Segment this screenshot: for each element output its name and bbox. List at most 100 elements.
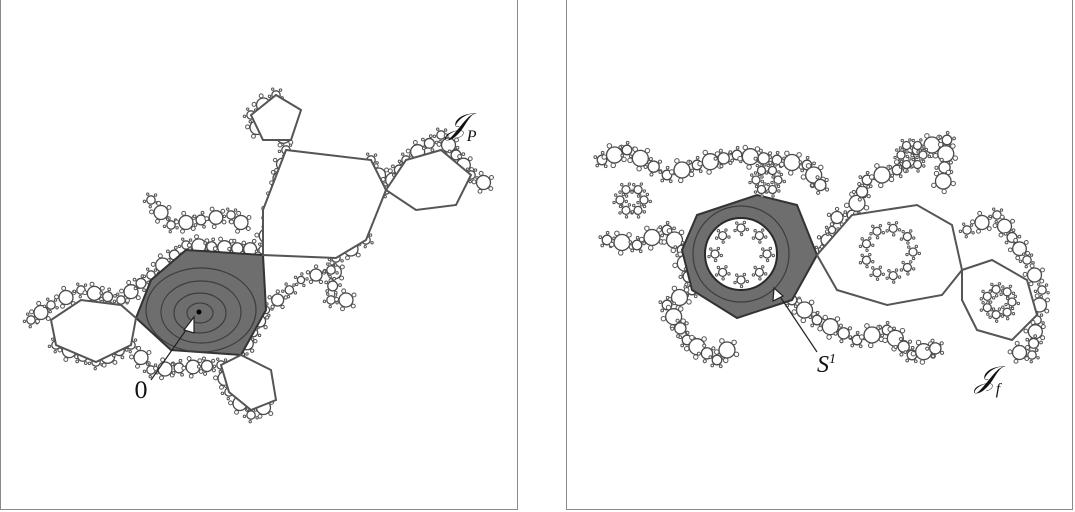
fractal-sub-bud bbox=[301, 273, 303, 275]
fractal-sub-bud bbox=[925, 148, 927, 150]
fractal-sub-bud bbox=[639, 250, 642, 253]
fractal-sub-bud bbox=[766, 259, 768, 261]
fractal-sub-bud bbox=[364, 245, 366, 247]
fractal-sub-bud bbox=[643, 190, 645, 192]
fractal-bud bbox=[1029, 338, 1039, 348]
fractal-sub-bud bbox=[189, 374, 193, 378]
fractal-bud bbox=[983, 292, 991, 300]
fractal-sub-bud bbox=[728, 273, 730, 275]
fractal-sub-bud bbox=[925, 134, 929, 138]
fractal-bud bbox=[134, 351, 148, 365]
fractal-sub-bud bbox=[625, 200, 627, 202]
fractal-sub-bud bbox=[1034, 335, 1037, 338]
fractal-sub-bud bbox=[785, 151, 789, 155]
fractal-sub-bud bbox=[661, 316, 665, 320]
fractal-sub-bud bbox=[210, 207, 214, 211]
fractal-sub-bud bbox=[242, 241, 246, 245]
fractal-sub-bud bbox=[761, 195, 763, 197]
fractal-bud bbox=[769, 166, 777, 174]
fractal-sub-bud bbox=[336, 302, 338, 304]
fractal-sub-bud bbox=[181, 229, 185, 233]
fractal-sub-bud bbox=[1041, 325, 1045, 329]
fractal-sub-bud bbox=[147, 350, 151, 354]
fractal-sub-bud bbox=[915, 245, 917, 247]
fractal-sub-bud bbox=[201, 211, 204, 214]
fractal-sub-bud bbox=[296, 283, 298, 285]
fractal-sub-bud bbox=[126, 299, 130, 303]
fractal-bud bbox=[914, 141, 922, 149]
fractal-sub-bud bbox=[894, 156, 896, 158]
fractal-sub-bud bbox=[645, 148, 649, 152]
fractal-sub-bud bbox=[56, 307, 58, 309]
fractal-sub-bud bbox=[879, 183, 883, 187]
fractal-sub-bud bbox=[912, 158, 914, 160]
fractal-sub-bud bbox=[959, 230, 961, 232]
fractal-sub-bud bbox=[285, 283, 287, 285]
fractal-sub-bud bbox=[734, 281, 736, 283]
fractal-sub-bud bbox=[710, 248, 712, 250]
fractal-sub-bud bbox=[217, 358, 219, 360]
fractal-sub-bud bbox=[893, 281, 895, 283]
fractal-sub-bud bbox=[815, 246, 817, 248]
fractal-sub-bud bbox=[893, 234, 895, 236]
fractal-sub-bud bbox=[939, 136, 942, 139]
fractal-sub-bud bbox=[743, 273, 745, 275]
fractal-sub-bud bbox=[685, 322, 688, 325]
fractal-sub-bud bbox=[281, 305, 284, 308]
fractal-sub-bud bbox=[341, 260, 343, 262]
fractal-sub-bud bbox=[754, 157, 757, 160]
fractal-bud bbox=[34, 306, 48, 320]
fractal-sub-bud bbox=[764, 183, 766, 185]
fractal-sub-bud bbox=[134, 339, 136, 341]
fractal-sub-bud bbox=[780, 173, 782, 175]
fractal-bud bbox=[1038, 286, 1046, 294]
fractal-sub-bud bbox=[899, 166, 901, 168]
fractal-sub-bud bbox=[900, 269, 902, 271]
fractal-sub-bud bbox=[187, 243, 191, 247]
fractal-sub-bud bbox=[872, 244, 874, 246]
fractal-sub-bud bbox=[94, 367, 96, 369]
fractal-sub-bud bbox=[76, 360, 79, 363]
fractal-sub-bud bbox=[615, 194, 617, 196]
fractal-sub-bud bbox=[197, 365, 200, 368]
fractal-sub-bud bbox=[258, 414, 262, 418]
fractal-sub-bud bbox=[910, 147, 912, 149]
fractal-sub-bud bbox=[772, 195, 774, 197]
fractal-sub-bud bbox=[625, 216, 627, 218]
fractal-sub-bud bbox=[900, 353, 903, 356]
fractal-sub-bud bbox=[1030, 264, 1034, 268]
fractal-sub-bud bbox=[667, 229, 671, 233]
fractal-sub-bud bbox=[640, 183, 642, 185]
fractal-sub-bud bbox=[813, 162, 816, 165]
fractal-sub-bud bbox=[327, 263, 329, 265]
fractal-sub-bud bbox=[479, 171, 483, 175]
fractal-bud bbox=[903, 233, 911, 241]
fractal-sub-bud bbox=[273, 158, 276, 161]
fractal-sub-bud bbox=[666, 221, 669, 224]
fractal-bud bbox=[640, 196, 648, 204]
fractal-sub-bud bbox=[916, 156, 918, 158]
fractal-sub-bud bbox=[870, 233, 872, 235]
fractal-sub-bud bbox=[909, 158, 911, 160]
fractal-sub-bud bbox=[951, 144, 955, 148]
fractal-sub-bud bbox=[220, 385, 224, 389]
fractal-sub-bud bbox=[717, 247, 719, 249]
fractal-sub-bud bbox=[989, 301, 991, 303]
fractal-sub-bud bbox=[633, 147, 637, 151]
fractal-sub-bud bbox=[859, 262, 861, 264]
fractal-sub-bud bbox=[474, 169, 476, 171]
fractal-sub-bud bbox=[923, 165, 925, 167]
fractal-bud bbox=[167, 221, 175, 229]
fractal-sub-bud bbox=[809, 316, 812, 319]
fractal-sub-bud bbox=[278, 150, 280, 152]
fractal-sub-bud bbox=[738, 156, 742, 160]
fractal-sub-bud bbox=[869, 175, 873, 179]
fractal-sub-bud bbox=[1018, 235, 1021, 238]
fractal-sub-bud bbox=[601, 151, 604, 154]
fractal-sub-bud bbox=[182, 238, 184, 240]
unit-circle-superscript: 1 bbox=[829, 352, 836, 367]
fractal-sub-bud bbox=[722, 278, 724, 280]
fractal-sub-bud bbox=[789, 171, 793, 175]
fractal-sub-bud bbox=[869, 343, 873, 347]
fractal-sub-bud bbox=[978, 211, 982, 215]
